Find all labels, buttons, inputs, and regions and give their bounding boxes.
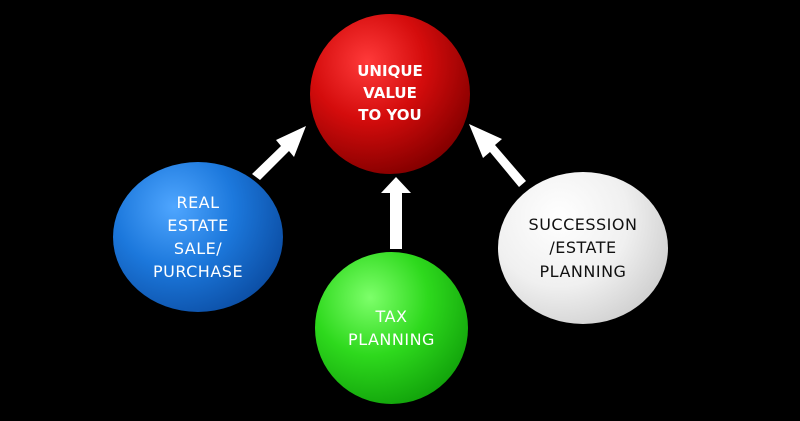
- arrow-right-to-center: [469, 124, 526, 187]
- node-real-estate: REAL ESTATE SALE/ PURCHASE: [113, 162, 283, 312]
- node-succession-planning-label: SUCCESSION /ESTATE PLANNING: [528, 215, 638, 281]
- node-tax-planning: TAX PLANNING: [315, 252, 468, 404]
- node-tax-planning-label: TAX PLANNING: [348, 306, 435, 349]
- node-succession-planning: SUCCESSION /ESTATE PLANNING: [498, 172, 668, 324]
- arrow-left-to-center: [252, 126, 306, 180]
- arrow-bottom-to-center: [381, 177, 411, 249]
- node-unique-value: UNIQUE VALUE TO YOU: [310, 14, 470, 174]
- node-unique-value-label: UNIQUE VALUE TO YOU: [357, 62, 423, 124]
- node-real-estate-label: REAL ESTATE SALE/ PURCHASE: [152, 192, 244, 282]
